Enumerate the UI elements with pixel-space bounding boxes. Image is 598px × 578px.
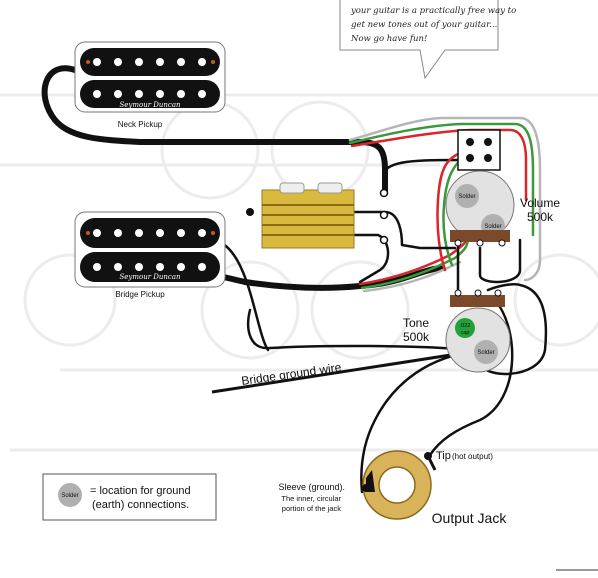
jack-sleeve-title: Sleeve (ground).	[278, 482, 345, 492]
neck-lead-bare	[348, 116, 542, 282]
neck-pickup-cable	[41, 65, 388, 195]
neck-pickup: Seymour Duncan Neck Pickup	[74, 41, 226, 129]
jack-sleeve-line-3: portion of the jack	[282, 504, 341, 513]
volume-solder-tag: Solder	[458, 194, 475, 200]
jack-tip-label: Tip	[436, 450, 451, 462]
neck-pole-pieces	[93, 58, 206, 98]
volume-to-jack-tip	[428, 298, 514, 457]
tone-cap-line-1: .022	[460, 323, 471, 329]
bridge-pole-pieces	[93, 229, 206, 271]
bridge-pickup-label: Bridge Pickup	[115, 290, 165, 299]
neck-brand: Seymour Duncan	[119, 101, 181, 109]
neck-lead-green	[348, 122, 535, 237]
callout-box: your guitar is a practically free way to…	[339, 0, 516, 80]
tone-ground-loop	[246, 308, 472, 352]
volume-name: Volume	[520, 196, 560, 210]
tone-to-jack-sleeve	[360, 350, 472, 494]
red-lead-volume	[436, 148, 472, 272]
bridge-pickup: Seymour Duncan Bridge Pickup	[74, 211, 226, 299]
neck-pickup-label: Neck Pickup	[118, 120, 163, 129]
tone-name: Tone	[403, 316, 429, 330]
bridge-ground-label: Bridge ground wire	[240, 360, 342, 388]
bridge-brand: Seymour Duncan	[119, 273, 181, 281]
output-jack-label: Output Jack	[432, 510, 508, 526]
bridge-lead-bare	[362, 260, 462, 293]
volume-terminal-block	[457, 129, 501, 171]
volume-solder-side-tag: Solder	[484, 224, 501, 230]
volume-to-tone-right	[476, 282, 548, 376]
background-outline	[0, 93, 598, 452]
neck-coil-top	[80, 48, 220, 76]
tone-capacitor	[455, 318, 475, 338]
volume-pot: Solder Solder Volume 500k	[445, 129, 560, 247]
output-jack: Tip (hot output) Sleeve (ground). The in…	[278, 450, 507, 526]
volume-value: 500k	[527, 210, 554, 224]
legend-box: Solder = location for ground (earth) con…	[42, 473, 217, 521]
neck-coil-bottom	[80, 80, 220, 108]
legend-solder-tag: Solder	[61, 493, 78, 499]
tone-solder-tag: Solder	[477, 350, 494, 356]
callout-line-1: your guitar is a practically free way to	[350, 6, 516, 16]
bridge-coil-bottom	[80, 252, 220, 282]
jack-sleeve-line-2: The inner, circular	[281, 494, 341, 503]
switch-wire-2	[353, 233, 390, 284]
volume-ground-wire	[478, 238, 522, 284]
callout-line-2: get new tones out of your guitar...	[351, 20, 497, 30]
jack-tip-note: (hot output)	[452, 452, 493, 461]
tone-value: 500k	[403, 330, 430, 344]
legend-line-1: = location for ground	[90, 485, 191, 497]
switch-to-volume-wire	[382, 158, 462, 195]
callout-line-3: Now go have fun!	[350, 34, 427, 44]
bridge-coil-top	[80, 218, 220, 248]
bridge-lead-green	[360, 236, 470, 290]
three-way-switch	[246, 182, 389, 249]
legend-line-2: (earth) connections.	[92, 499, 189, 511]
tone-cap-line-2: cap	[461, 330, 470, 336]
tone-pot: .022 cap Solder Tone 500k	[403, 289, 511, 373]
